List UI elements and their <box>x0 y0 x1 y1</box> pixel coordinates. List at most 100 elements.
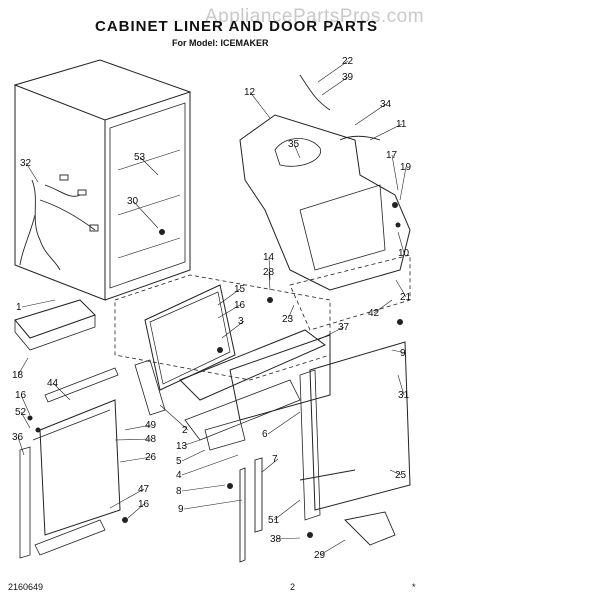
diagram-title: CABINET LINER AND DOOR PARTS <box>95 18 378 35</box>
leader-line-c42 <box>373 299 393 314</box>
leader-line-c44 <box>52 382 71 401</box>
part-callout-c10: 10 <box>398 248 410 259</box>
part-callout-c26: 26 <box>145 452 157 463</box>
leader-line-c16a <box>217 304 241 319</box>
diagram-subtitle: For Model: ICEMAKER <box>172 38 269 48</box>
leader-line-c52 <box>20 411 31 429</box>
part-callout-c13: 13 <box>176 441 188 452</box>
part-callout-c53: 53 <box>134 152 146 163</box>
wiring-harness <box>19 174 99 271</box>
part-callout-c15: 15 <box>234 284 246 295</box>
leader-line-c22 <box>317 60 349 83</box>
leader-line-c6 <box>267 411 301 435</box>
leader-line-c47 <box>109 488 145 509</box>
part-callout-c5: 5 <box>176 456 182 467</box>
leader-line-c5 <box>181 449 206 462</box>
part-callout-c21: 21 <box>400 292 412 303</box>
leader-line-c10 <box>397 231 405 254</box>
part-callout-c48: 48 <box>145 434 157 445</box>
leader-line-c17 <box>391 154 399 191</box>
part-callout-c44: 44 <box>47 378 59 389</box>
part-callout-c3: 3 <box>238 316 244 327</box>
door-frame <box>134 284 236 416</box>
part-callout-c52: 52 <box>15 407 27 418</box>
leader-line-c39 <box>321 76 349 96</box>
part-callout-c17: 17 <box>386 150 398 161</box>
part-callout-c25: 25 <box>395 470 407 481</box>
leader-line-c16c <box>127 503 145 519</box>
part-callout-c47: 47 <box>138 484 150 495</box>
leader-line-c12 <box>249 91 271 119</box>
leader-line-c36 <box>17 436 25 456</box>
leader-line-c37 <box>317 326 345 341</box>
leader-line-c21 <box>395 279 407 298</box>
leader-line-c48 <box>114 438 152 441</box>
filter-block <box>14 299 96 351</box>
part-callout-c28: 28 <box>263 267 275 278</box>
part-callout-c1: 1 <box>16 302 22 313</box>
part-callout-c12: 12 <box>244 87 256 98</box>
part-callout-c9b: 9 <box>178 504 184 515</box>
leader-line-c30 <box>132 200 159 229</box>
cabinet-shell <box>13 59 192 301</box>
part-callout-c31: 31 <box>398 390 410 401</box>
part-callout-c42: 42 <box>368 308 380 319</box>
leader-line-c13 <box>181 439 201 447</box>
leader-line-c19 <box>399 166 407 201</box>
screws <box>27 202 403 538</box>
part-callout-c22: 22 <box>342 56 354 67</box>
front-door <box>19 367 121 559</box>
part-callout-c7: 7 <box>272 454 278 465</box>
part-callout-c37: 37 <box>338 322 350 333</box>
leader-line-c11 <box>369 123 403 141</box>
part-callout-c32: 32 <box>20 158 32 169</box>
footer-mark: * <box>412 582 416 592</box>
part-callout-c14: 14 <box>263 252 275 263</box>
leader-line-c34 <box>354 103 387 126</box>
leader-line-c32 <box>25 162 39 183</box>
leader-line-c9b <box>183 499 243 510</box>
leader-line-c1 <box>21 299 56 308</box>
page-number: 2 <box>290 582 296 592</box>
part-callout-c35: 35 <box>288 139 300 150</box>
part-callout-c16b: 16 <box>15 390 27 401</box>
part-callout-c23: 23 <box>282 314 294 325</box>
watermark: AppliancePartsPros.com <box>205 6 425 27</box>
leader-line-c15 <box>217 288 241 306</box>
leader-line-c25 <box>389 469 402 476</box>
door-handle-strips <box>239 457 396 563</box>
door-liner-panels <box>179 329 331 451</box>
part-callout-c18: 18 <box>12 370 24 381</box>
part-callout-c19: 19 <box>400 162 412 173</box>
leader-line-c3 <box>221 320 245 339</box>
leader-line-c7 <box>261 458 279 473</box>
ice-bin-liner <box>239 74 411 291</box>
leader-line-c2 <box>159 404 189 431</box>
leader-line-c49 <box>124 424 152 431</box>
part-callout-c16a: 16 <box>234 300 246 311</box>
leader-line-c51 <box>273 499 301 521</box>
document-number: 2160649 <box>8 582 44 592</box>
part-callout-c9a: 9 <box>400 348 406 359</box>
part-callout-c8: 8 <box>176 486 182 497</box>
part-callout-c38: 38 <box>270 534 282 545</box>
part-callout-c34: 34 <box>380 99 392 110</box>
leader-line-c38 <box>275 537 301 540</box>
leader-line-c26 <box>119 456 152 463</box>
part-callout-c49: 49 <box>145 420 157 431</box>
leader-line-c16b <box>20 394 31 416</box>
leader-line-c35 <box>293 143 301 159</box>
part-callout-c36: 36 <box>12 432 24 443</box>
leader-line-c28 <box>268 271 271 291</box>
part-callout-c16c: 16 <box>138 499 150 510</box>
leader-line-c31 <box>397 374 405 396</box>
part-callout-c30: 30 <box>127 196 139 207</box>
leader-line-c18 <box>17 357 29 376</box>
leader-line-c53 <box>139 156 159 176</box>
part-callout-c11: 11 <box>396 119 407 130</box>
right-door <box>299 341 411 521</box>
part-callout-c6: 6 <box>262 429 268 440</box>
leader-line-c14 <box>268 256 271 281</box>
